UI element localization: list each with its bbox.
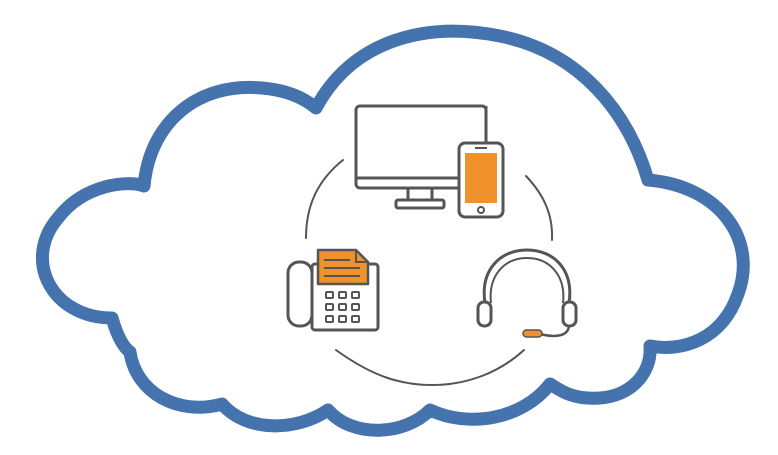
arc-bottom xyxy=(335,349,525,387)
arc-left xyxy=(305,159,344,239)
smartphone-icon xyxy=(457,141,505,219)
headset-icon xyxy=(476,248,578,338)
fax-machine-icon xyxy=(286,248,380,332)
connector-arcs xyxy=(305,159,554,387)
fax-keypad xyxy=(325,291,360,323)
arc-right xyxy=(525,175,554,241)
cloud-shape xyxy=(42,31,743,430)
